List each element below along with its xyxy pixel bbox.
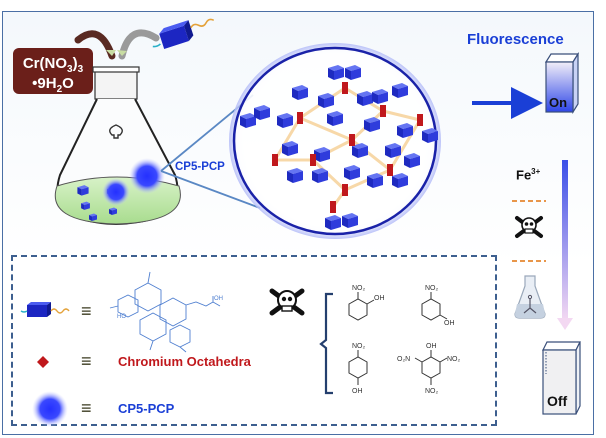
framework-chromium-node (342, 184, 348, 196)
framework-linker (388, 119, 422, 171)
heat-icon (109, 124, 123, 139)
framework-linker (382, 109, 421, 122)
fluorescence-on-switch (544, 51, 580, 115)
framework-chromium-node (387, 164, 393, 176)
framework-chromium-node (330, 201, 336, 213)
legend-box (11, 255, 497, 426)
skull-crossbones-legend-icon (269, 288, 305, 316)
picric-no2-right: NO₂ (447, 356, 461, 363)
nitrophenol-structures (348, 292, 448, 385)
cp5-pcp-zoom-label: CP5-PCP (175, 161, 225, 173)
fluorescence-title: Fluorescence (467, 31, 564, 48)
zoom-line-bottom (160, 170, 261, 209)
on-label: On (549, 95, 568, 110)
p-nitrophenol-oh: OH (352, 388, 363, 395)
chromium-octahedra-label: Chromium Octahedra (118, 354, 251, 369)
framework-linker (299, 116, 353, 142)
fe3-label: Fe3+ (516, 167, 540, 182)
o-nitrophenol-no2: NO₂ (352, 285, 366, 292)
cp5-pcp-sphere-icon (32, 391, 68, 427)
legend-equiv-1: ≡ (81, 301, 92, 321)
framework-chromium-node (297, 112, 303, 124)
reaction-flask (54, 66, 181, 226)
framework-linker (311, 158, 347, 192)
skull-crossbones-icon (515, 216, 543, 238)
legend-ligand-block-icon (20, 302, 70, 317)
pillararene-structure (109, 271, 221, 353)
framework-chromium-node (342, 82, 348, 94)
framework-chromium-node (380, 105, 386, 117)
legend-equiv-3: ≡ (81, 398, 92, 418)
framework-chromium-node (310, 154, 316, 166)
structure-label-oh: OH (214, 296, 223, 302)
off-label: Off (547, 393, 568, 409)
framework-chromium-node (349, 134, 355, 146)
picric-oh: OH (426, 343, 437, 350)
cp5-pcp-legend-label: CP5-PCP (118, 401, 175, 416)
framework-chromium-node (272, 154, 278, 166)
framework-linker (273, 117, 302, 161)
reagent-formula-line2: •9H2O (32, 75, 74, 95)
fe3-charge: 3+ (531, 167, 541, 176)
m-nitrophenol-oh: OH (444, 320, 455, 327)
framework-chromium-node (417, 114, 423, 126)
structure-label-ho: HO (117, 314, 126, 320)
analyte-brace (319, 292, 333, 395)
reagent-box (13, 48, 93, 94)
ligand-arrow (118, 29, 160, 60)
picric-o2n-left: O₂N (397, 356, 410, 363)
m-nitrophenol-no2: NO₂ (425, 285, 439, 292)
legend-equiv-2: ≡ (81, 351, 92, 371)
chromium-diamond-icon (37, 356, 49, 368)
p-nitrophenol-no2: NO₂ (352, 343, 366, 350)
quench-gradient-arrow (562, 160, 568, 320)
framework-structure (240, 65, 438, 230)
fe3-base: Fe (516, 167, 532, 183)
o-nitrophenol-oh: OH (374, 295, 385, 302)
ligand-block-icon (152, 18, 215, 50)
flask-icon (514, 275, 546, 319)
picric-no2-bottom: NO₂ (425, 388, 439, 395)
fluorescence-off-switch (542, 341, 581, 415)
